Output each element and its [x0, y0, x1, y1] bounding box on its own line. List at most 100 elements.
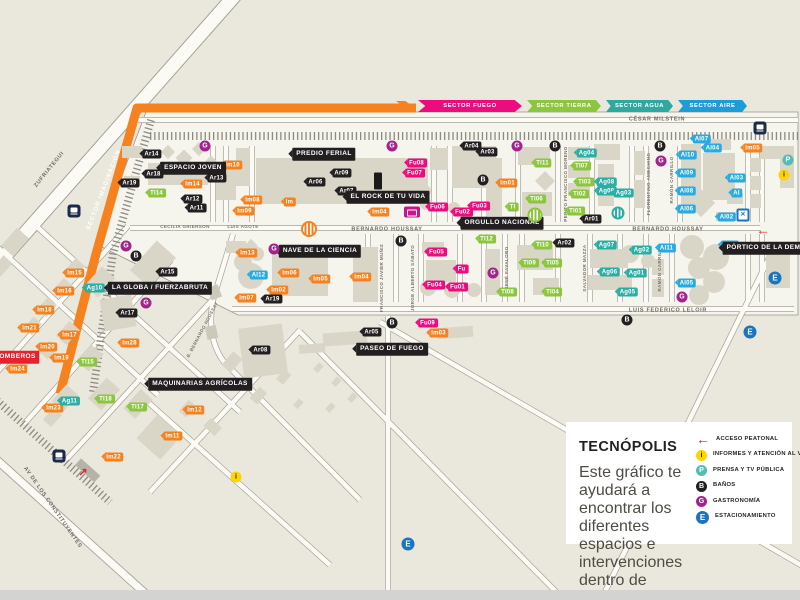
sector-banner-sector-agua: SECTOR AGUA [606, 100, 673, 112]
parking-icon: E [743, 325, 757, 339]
map-tag-ar17-128: Ar17 [114, 308, 138, 318]
map-tag-ai06-687: AI06 [674, 204, 697, 214]
map-tag-ai04-713: AI04 [700, 143, 723, 153]
map-tag-ag09-607: Ag09 [593, 186, 618, 196]
map-tag-ti06-537: TI06 [524, 194, 546, 204]
sector-banner-sector-tierra: SECTOR TIERRA [527, 100, 601, 112]
info-icon: i [778, 169, 790, 181]
venue-label-maquinarias-agr-colas: MAQUINARIAS AGRÍCOLAS [144, 377, 252, 391]
map-tag-ai11-667: AI11 [654, 243, 677, 253]
map-tag-ti05-553: TI05 [540, 258, 562, 268]
map-tag-ar05-372: Ar05 [358, 327, 382, 337]
access-icon: ← [756, 221, 770, 238]
bus-icon [753, 121, 767, 135]
ring-teal-icon [611, 206, 625, 220]
map-tag-im-290: Im [280, 197, 297, 207]
map-tag-ag04-587: Ag04 [573, 148, 598, 158]
map-tag-im14-193: Im14 [179, 179, 203, 189]
gastro-icon: G [487, 267, 499, 279]
legend-access-icon: ← [696, 431, 710, 448]
legend-parking-icon: E [696, 510, 709, 524]
map-tag-im23-54: Im23 [40, 403, 64, 413]
map-tag-ti18-106: TI18 [93, 394, 115, 404]
map-tag-im22-114: Im22 [100, 452, 124, 462]
map-tag-im06-290: Im06 [276, 268, 300, 278]
gastro-icon: G [386, 140, 398, 152]
map-tag-ar12-193: Ar12 [179, 194, 203, 204]
map-tag-fu09-428: Fu09 [414, 318, 438, 328]
bottom-frame-bar [0, 590, 800, 600]
map-tag-ai10-688: AI10 [675, 150, 698, 160]
venue-label-orgullo-nacional: ORGULLO NACIONAL [456, 216, 544, 230]
map-tag-ar14-152: Ar14 [138, 149, 162, 159]
map-tag-ar03-488: Ar03 [474, 147, 498, 157]
map-tag-ti12-487: TI12 [474, 234, 496, 244]
map-tag-im21-30: Im21 [16, 323, 40, 333]
map-tag-im16-65: Im16 [51, 286, 75, 296]
map-tag-fu06-438: Fu06 [424, 202, 448, 212]
street-label-cecilia-grierson: CECILIA GRIERSON [160, 223, 210, 229]
map-tag-ar01-592: Ar01 [578, 214, 602, 224]
legend-bath-icon: B [696, 480, 707, 492]
map-tag-ti11-543: TI11 [530, 158, 552, 168]
map-tag-im19-62: Im19 [48, 353, 72, 363]
bath-icon: B [395, 235, 407, 247]
venue-label-p-rtico-de-la-democracia: PÓRTICO DE LA DEMOCRACIA [718, 241, 800, 255]
legend-description: Este gráfico te ayudará a encontrar los … [579, 464, 683, 600]
map-tag-im01-508: Im01 [494, 178, 518, 188]
gastro-icon: G [511, 140, 523, 152]
map-tag-im20-48: Im20 [34, 342, 58, 352]
map-tag-ti17-138: TI17 [125, 402, 147, 412]
bath-icon: B [549, 140, 561, 152]
map-tag-im02-279: Im02 [265, 285, 289, 295]
map-tag-ti09-530: TI09 [517, 258, 539, 268]
map-tag-ag06-610: Ag06 [596, 267, 621, 277]
legend-gastro-icon: G [696, 496, 707, 508]
legend-item-label: ACCESO PEATONAL [716, 435, 779, 442]
bus-icon [52, 449, 66, 463]
map-tag-im13-248: Im13 [234, 248, 258, 258]
ring-green-icon [527, 207, 543, 223]
map-tag-ar19-273: Ar19 [259, 294, 283, 304]
map-tag-ti07-582: TI07 [569, 161, 591, 171]
map-tag-ti08-508: TI08 [495, 287, 517, 297]
map-tag-ai09-687: AI09 [674, 168, 697, 178]
map-tag-im24-18: Im24 [4, 364, 28, 374]
map-tag-ti04-553: TI04 [540, 287, 562, 297]
venue-label-paseo-de-fuego: PASEO DE FUEGO [352, 342, 428, 356]
venue-label-nave-de-la-ciencia: NAVE DE LA CIENCIA [274, 244, 362, 258]
map-tag-im07-247: Im07 [233, 293, 257, 303]
map-tag-ai-737: AI [727, 188, 743, 198]
street-label-luis-federico-leloir: LUIS FEDERICO LELOIR [628, 307, 708, 314]
venue-label-bomberos: BOMBEROS [0, 350, 40, 364]
gastro-icon: G [140, 297, 152, 309]
sector-banner-stub [396, 101, 413, 112]
map-tag-ar09-342: Ar09 [328, 168, 352, 178]
street-label-salvador-mazza: SALVADOR MAZZA [581, 244, 587, 292]
map-tag-im12-195: Im12 [181, 405, 205, 415]
map-tag-ag05-628: Ag05 [614, 287, 639, 297]
map-tag-im17-70: Im17 [56, 330, 80, 340]
street-label-bernardo-houssay: BERNARDO HOUSSAY [351, 226, 423, 233]
stadium-icon [301, 221, 317, 237]
venue-label-el-rock-de-tu-vida: EL ROCK DE TU VIDA [342, 190, 430, 204]
street-label-florentino-ameghino: FLORENTINO AMEGHINO [645, 152, 651, 216]
map-tag-ar06-316: Ar06 [302, 177, 326, 187]
map-tag-fu08-417: Fu08 [403, 158, 427, 168]
map-tag-ag01-637: Ag01 [623, 268, 648, 278]
press-icon: P [782, 154, 794, 166]
bath-icon: B [386, 317, 398, 329]
gastro-icon: G [199, 140, 211, 152]
map-tag-ag11-70: Ag11 [56, 396, 81, 406]
bath-icon: B [654, 140, 666, 152]
parking-icon: E [401, 537, 415, 551]
map-tag-ti15-88: TI15 [75, 357, 97, 367]
map-tag-ag10-95: Ag10 [81, 283, 106, 293]
map-tag-ag03-624: Ag03 [610, 188, 635, 198]
sector-banner-sector-aire: SECTOR AIRE [678, 100, 747, 112]
